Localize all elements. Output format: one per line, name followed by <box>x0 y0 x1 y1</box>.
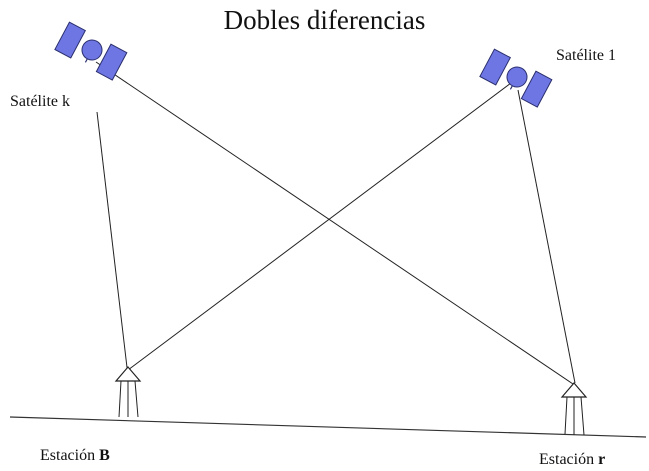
satellite-k-label: Satélite k <box>10 93 70 110</box>
satellite-1-panel-left <box>479 48 512 86</box>
station-r-leg-left <box>564 396 568 435</box>
station-b-leg-left <box>118 380 122 418</box>
satellite-k-antenna <box>84 58 88 63</box>
station-b-name: B <box>99 447 110 464</box>
satellite-1-label: Satélite 1 <box>556 47 616 64</box>
satellite-1-icon <box>479 48 553 108</box>
station-r-instrument <box>560 382 588 398</box>
station-r-leg-right <box>580 396 585 436</box>
signal-line-sat-1-to-station-r <box>517 89 576 384</box>
station-b-prefix: Estación <box>40 447 96 464</box>
station-b-leg-right <box>134 380 139 418</box>
satellite-1-panel-right <box>520 70 553 108</box>
satellite-k-panel-left <box>54 21 87 59</box>
station-r-tripod-icon <box>560 382 588 436</box>
signal-line-sat-k-to-station-b <box>96 111 129 377</box>
station-r-prefix: Estación <box>539 451 595 468</box>
satellite-k-icon <box>54 21 128 81</box>
satellite-k-panel-right <box>95 43 128 81</box>
satellite-1-body <box>506 66 528 88</box>
signal-line-sat-k-to-station-r <box>95 61 574 385</box>
signal-line-sat-1-to-station-b <box>127 82 512 371</box>
station-b-instrument <box>114 366 142 382</box>
station-r-name: r <box>598 451 606 468</box>
station-r-label: Estación r <box>539 450 605 470</box>
ground-line <box>9 416 647 438</box>
station-b-label: Estación B <box>40 446 110 466</box>
diagram-title: Dobles diferencias <box>223 5 426 35</box>
satellite-1-antenna <box>509 85 513 90</box>
station-b-tripod-icon <box>114 366 142 418</box>
satellite-k-body <box>81 39 103 61</box>
